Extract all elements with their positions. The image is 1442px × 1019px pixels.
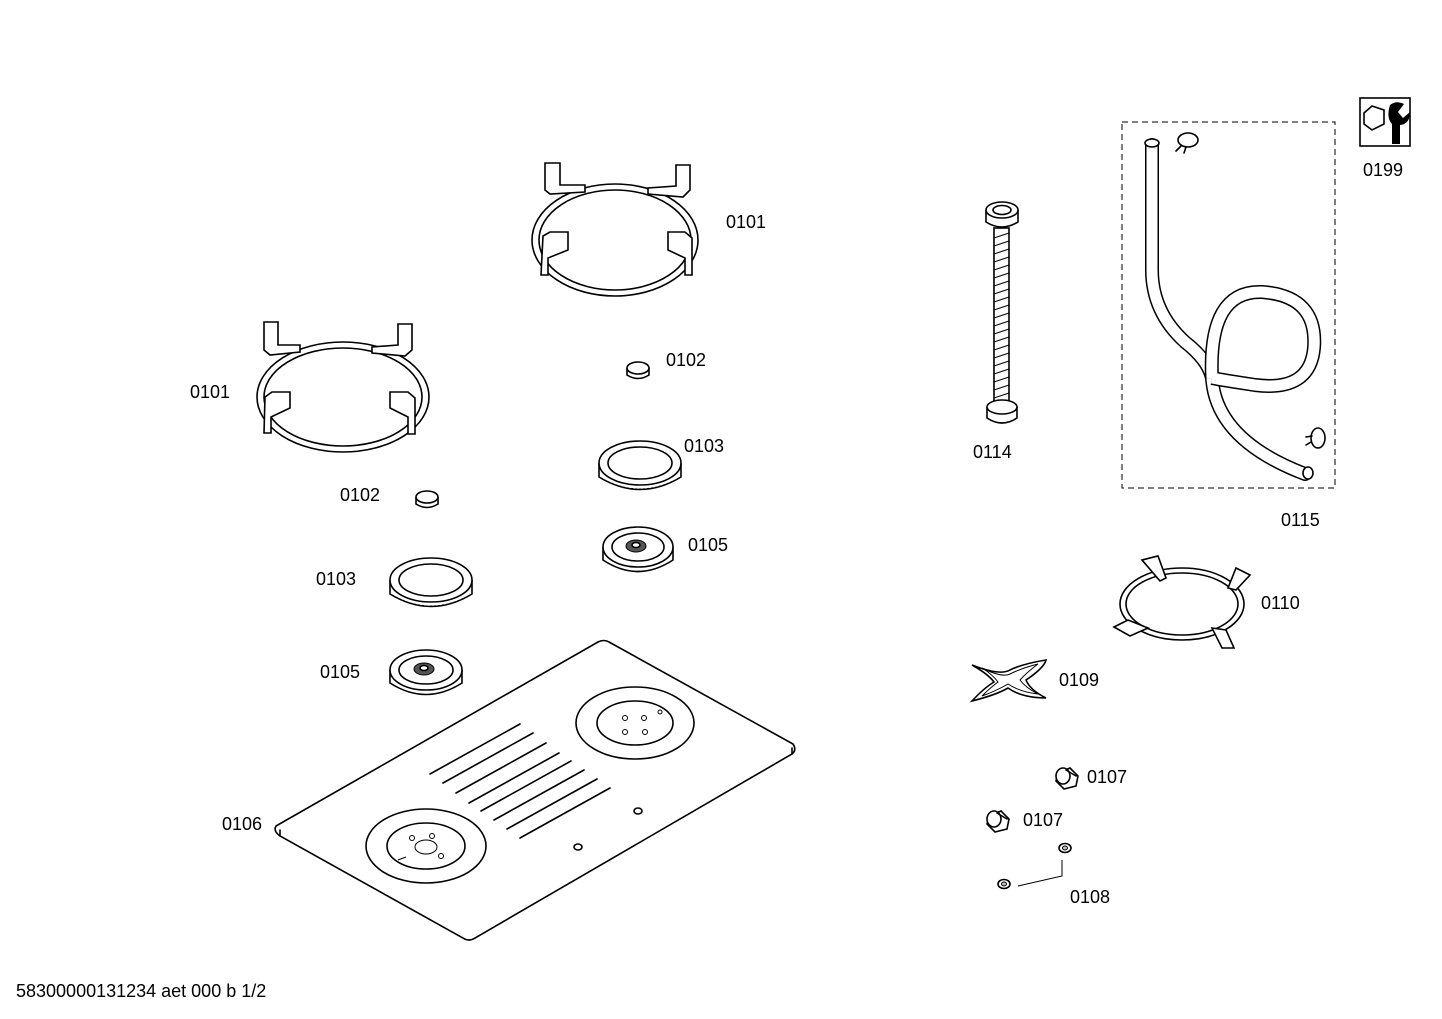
burner-top[interactable] xyxy=(602,526,674,573)
label-0109: 0109 xyxy=(1059,670,1100,690)
control-knob-lower[interactable] xyxy=(986,810,1010,833)
flame-distributor-left[interactable] xyxy=(389,557,473,608)
label-0108: 0108 xyxy=(1070,887,1111,907)
pan-support-top[interactable] xyxy=(531,162,699,297)
burner-cap-left[interactable] xyxy=(415,490,439,509)
control-knob-upper[interactable] xyxy=(1055,767,1079,790)
pan-support-left[interactable] xyxy=(256,321,430,453)
flame-distributor-top[interactable] xyxy=(598,440,682,491)
label-0107-upper: 0107 xyxy=(1087,767,1128,787)
label-0105-left: 0105 xyxy=(320,662,361,682)
burner-cap-top[interactable] xyxy=(626,361,650,380)
label-0102-left: 0102 xyxy=(340,485,381,505)
label-0110: 0110 xyxy=(1261,593,1300,613)
label-0101-left: 0101 xyxy=(190,382,231,402)
small-pan-support[interactable] xyxy=(969,659,1048,703)
label-0103-left: 0103 xyxy=(316,569,357,589)
label-0115: 0115 xyxy=(1281,510,1320,530)
label-0105-top: 0105 xyxy=(688,535,729,555)
knob-seals[interactable] xyxy=(997,842,1072,890)
label-0102-top: 0102 xyxy=(666,350,707,370)
label-0199: 0199 xyxy=(1363,160,1404,180)
wok-ring[interactable] xyxy=(1112,555,1252,649)
burner-left[interactable] xyxy=(389,649,463,696)
label-0103-top: 0103 xyxy=(684,436,725,456)
label-0114: 0114 xyxy=(973,442,1012,462)
label-0106: 0106 xyxy=(222,814,263,834)
label-0107-lower: 0107 xyxy=(1023,810,1064,830)
hob-top-plate[interactable] xyxy=(274,639,796,941)
document-id-footer: 58300000131234 aet 000 b 1/2 xyxy=(16,981,267,1001)
hose-kit[interactable] xyxy=(1121,121,1336,489)
wrench-icon[interactable] xyxy=(1359,97,1411,147)
gas-pipe[interactable] xyxy=(985,201,1019,424)
label-0101-top: 0101 xyxy=(726,212,767,232)
